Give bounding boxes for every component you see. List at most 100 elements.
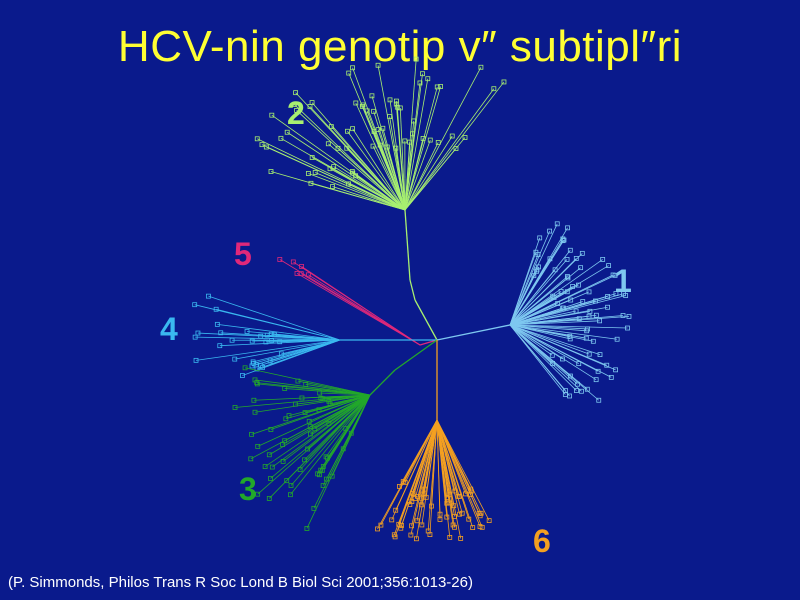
tip-6 (457, 511, 462, 517)
branch-2 (372, 145, 391, 182)
branch-4 (262, 351, 306, 368)
branch-2 (377, 129, 394, 174)
tip-4 (249, 338, 255, 344)
tip-2 (380, 125, 386, 131)
branch-3 (250, 423, 317, 460)
tip-4 (193, 357, 199, 363)
branch-3 (320, 428, 349, 471)
branch-2 (261, 144, 341, 181)
tip-1 (549, 352, 555, 358)
branch-2 (390, 165, 406, 211)
branch-2 (347, 131, 380, 175)
branch-4 (270, 349, 309, 362)
branch-2 (404, 176, 427, 211)
branch-3 (257, 439, 320, 495)
tip-4 (232, 356, 238, 362)
branch-3 (244, 367, 314, 384)
tip-6 (444, 500, 450, 506)
branch-2 (329, 168, 372, 192)
branch-1 (521, 271, 537, 302)
branch-2 (352, 67, 382, 147)
branch-3 (251, 412, 317, 435)
branch-2 (382, 128, 396, 174)
tip-3 (284, 478, 290, 484)
branch-6 (437, 464, 441, 520)
branch-3 (304, 402, 341, 414)
tip-1 (626, 313, 632, 319)
branch-1 (539, 354, 577, 391)
tip-2 (335, 145, 341, 151)
branch-1 (509, 295, 529, 326)
tip-2 (305, 171, 311, 176)
branch-3 (253, 396, 318, 401)
tip-1 (613, 367, 618, 373)
tip-2 (268, 169, 274, 174)
branch-5 (419, 339, 438, 346)
tip-1 (605, 304, 610, 310)
tip-1 (567, 333, 573, 339)
branch-1 (540, 342, 579, 364)
tip-3 (319, 467, 325, 473)
branch-2 (373, 131, 392, 175)
tip-1 (600, 256, 606, 262)
tree-branches (192, 56, 632, 542)
tip-1 (547, 228, 553, 234)
branch-3 (309, 394, 371, 402)
tip-3 (268, 476, 273, 481)
tip-6 (452, 514, 457, 519)
branch-2 (352, 171, 382, 194)
tip-3 (305, 446, 311, 452)
branch-2 (392, 144, 406, 211)
branch-2 (449, 81, 505, 153)
branch-1 (539, 258, 577, 296)
tip-1 (587, 308, 593, 314)
branch-3 (337, 388, 371, 396)
branch-3 (234, 400, 310, 408)
branch-2 (352, 128, 382, 174)
branch-1 (509, 307, 539, 326)
tip-2 (427, 137, 433, 143)
branch-1 (537, 299, 571, 315)
tip-2 (397, 105, 403, 111)
branch-1 (527, 258, 551, 296)
branch-2 (348, 177, 406, 211)
branch-6 (421, 467, 431, 525)
citation: (P. Simmonds, Philos Trans R Soc Lond B … (8, 574, 473, 591)
tip-1 (576, 316, 582, 322)
branch-1 (541, 354, 582, 392)
tip-3 (302, 410, 308, 416)
branch-3 (282, 416, 331, 445)
branch-1 (545, 310, 590, 320)
tip-4 (240, 373, 245, 378)
branch-1 (509, 324, 541, 355)
branch-1 (560, 315, 624, 322)
branch-5 (296, 273, 365, 314)
tip-1 (610, 272, 616, 278)
branch-3 (319, 394, 371, 440)
tip-1 (560, 305, 566, 311)
branch-6 (449, 453, 466, 495)
branch-6 (424, 451, 432, 490)
tip-6 (486, 518, 492, 523)
tip-1 (534, 267, 540, 273)
branch-6 (444, 463, 455, 517)
tip-3 (255, 491, 261, 497)
branch-6 (393, 471, 419, 535)
tip-2 (259, 142, 265, 148)
genotype-2-label: 2 (287, 95, 305, 131)
branch-2 (404, 209, 411, 281)
branch-2 (409, 59, 417, 143)
branch-2 (412, 73, 423, 149)
branch-3 (307, 418, 343, 450)
branch-2 (414, 78, 429, 151)
tip-2 (478, 64, 484, 70)
tip-6 (389, 517, 395, 523)
tip-3 (311, 505, 317, 511)
branch-2 (425, 135, 453, 177)
branch-1 (563, 315, 630, 322)
branch-5 (308, 274, 370, 314)
tip-1 (586, 351, 592, 357)
tip-2 (491, 86, 497, 92)
branch-2 (404, 148, 414, 211)
tip-4 (244, 329, 250, 334)
